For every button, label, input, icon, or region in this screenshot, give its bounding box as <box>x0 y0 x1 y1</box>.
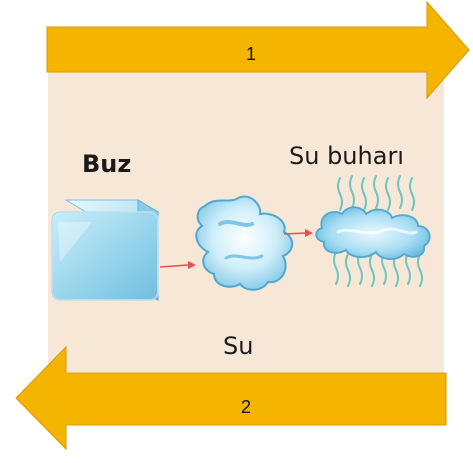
ice-label: Buz <box>82 150 132 178</box>
water-drop-icon <box>195 195 294 291</box>
water-label: Su <box>223 332 254 360</box>
water-vapor-icon <box>315 175 431 287</box>
melting-arrow <box>159 261 196 269</box>
backward-arrow <box>15 345 447 451</box>
forward-arrow <box>46 0 470 100</box>
arrow-1-label: 1 <box>246 44 257 64</box>
arrow-2-label: 2 <box>241 397 252 417</box>
vapor-label: Su buharı <box>289 142 404 170</box>
evaporation-arrow <box>283 229 313 237</box>
ice-cube-icon <box>51 199 160 301</box>
